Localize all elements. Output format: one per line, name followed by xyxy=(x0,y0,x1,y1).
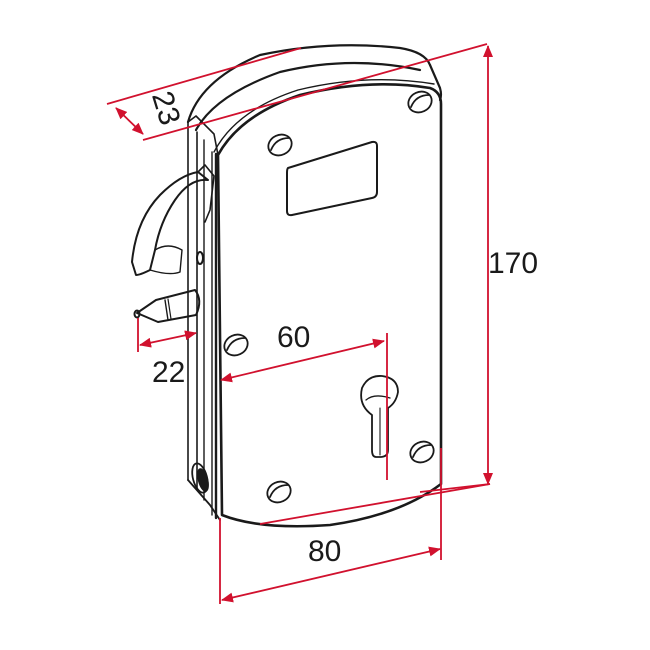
dimension-lines xyxy=(106,43,493,604)
keyhole xyxy=(360,375,399,458)
latch xyxy=(131,164,215,276)
dimension-label-bolt: 22 xyxy=(152,356,185,389)
dimension-label-backset: 60 xyxy=(277,321,310,354)
dimension-label-height: 170 xyxy=(488,247,538,280)
screw-holes xyxy=(223,90,435,504)
dimension-label-depth: 23 xyxy=(145,87,186,129)
dimension-label-width: 80 xyxy=(308,535,341,568)
bolt xyxy=(133,289,201,323)
